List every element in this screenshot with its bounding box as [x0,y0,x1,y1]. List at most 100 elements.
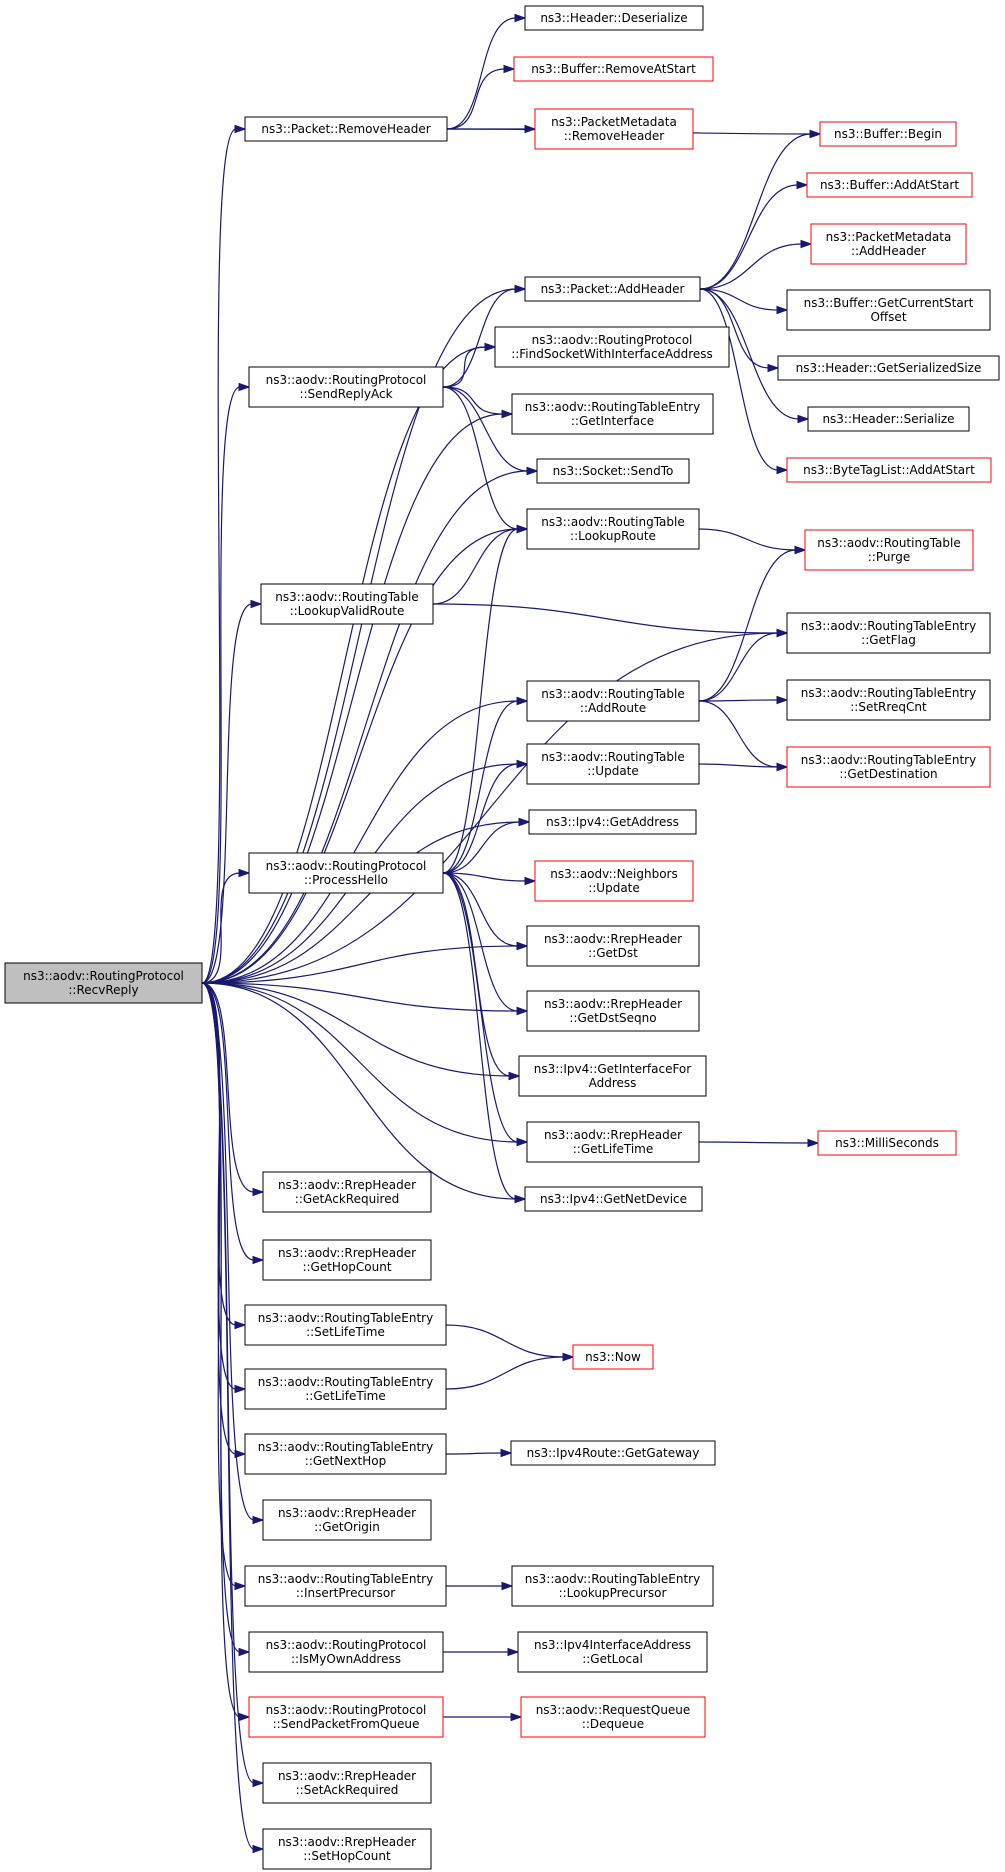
call-edge-recv-to-getHopCount [201,982,255,1261]
arrowhead-icon [800,239,813,249]
node-btlAddAtStart[interactable]: ns3::ByteTagList::AddAtStart [786,457,992,483]
node-label: ns3::Header::Deserialize [540,11,687,25]
node-hdrSerialize[interactable]: ns3::Header::Serialize [807,406,970,432]
node-box [244,1433,447,1475]
node-rtUpdate[interactable]: ns3::aodv::RoutingTable::Update [526,743,700,785]
node-insertPrec[interactable]: ns3::aodv::RoutingTableEntry::InsertPrec… [244,1565,447,1607]
call-edge-recv-to-getAckReq [201,982,255,1193]
arrowhead-icon [252,1778,265,1788]
node-label: ::SendPacketFromQueue [273,1717,420,1731]
node-label: ns3::Buffer::AddAtStart [820,178,959,192]
node-ipv4GetNetDevice[interactable]: ns3::Ipv4::GetNetDevice [524,1186,703,1212]
arrowhead-icon [252,1515,265,1525]
node-rtAddRoute[interactable]: ns3::aodv::RoutingTable::AddRoute [526,680,700,722]
node-neighborsUpdate[interactable]: ns3::aodv::Neighbors::Update [534,860,694,902]
node-hdrGetSerSize[interactable]: ns3::Header::GetSerializedSize [777,355,1000,381]
node-bufRemoveAtStart[interactable]: ns3::Buffer::RemoveAtStart [513,56,714,82]
call-edge-processHello-to-rtLookupRoute [442,528,519,874]
node-pmRemoveHeader[interactable]: ns3::PacketMetadata::RemoveHeader [534,108,694,150]
arrowhead-icon [524,876,537,886]
node-rteGetFlag[interactable]: ns3::aodv::RoutingTableEntry::GetFlag [786,612,991,654]
node-sendPktQueue[interactable]: ns3::aodv::RoutingProtocol::SendPacketFr… [248,1696,444,1738]
node-isMyOwn[interactable]: ns3::aodv::RoutingProtocol::IsMyOwnAddre… [248,1631,444,1673]
node-setHopCount[interactable]: ns3::aodv::RrepHeader::SetHopCount [262,1828,432,1870]
call-edge-recv-to-sendReplyAck [201,386,241,984]
node-rteSetRreqCnt[interactable]: ns3::aodv::RoutingTableEntry::SetRreqCnt [786,679,991,721]
call-edge-recv-to-removeHeader [201,128,237,984]
node-getLifeTimeRTE[interactable]: ns3::aodv::RoutingTableEntry::GetLifeTim… [244,1368,447,1410]
node-rteGetInterface[interactable]: ns3::aodv::RoutingTableEntry::GetInterfa… [511,393,714,435]
arrowhead-icon [516,759,529,769]
arrowhead-icon [508,1071,521,1081]
call-edge-getNextHop-to-ipv4RouteGw [445,1452,503,1455]
node-label: ns3::aodv::RrepHeader [278,1835,416,1849]
node-milliSeconds[interactable]: ns3::MilliSeconds [817,1130,957,1156]
node-rteGetDest[interactable]: ns3::aodv::RoutingTableEntry::GetDestina… [786,746,991,788]
node-pmAddHeader[interactable]: ns3::PacketMetadata::AddHeader [810,223,967,265]
node-label: ns3::aodv::RoutingProtocol [266,373,427,387]
node-findSocket[interactable]: ns3::aodv::RoutingProtocol::FindSocketWi… [494,326,730,368]
node-box [777,355,1000,381]
arrowhead-icon [250,599,263,609]
node-rteLookupPrec[interactable]: ns3::aodv::RoutingTableEntry::LookupPrec… [511,1565,714,1607]
node-now[interactable]: ns3::Now [572,1344,654,1370]
node-rtLookupRoute[interactable]: ns3::aodv::RoutingTable::LookupRoute [526,508,700,550]
node-rrepGetDstSeqno[interactable]: ns3::aodv::RrepHeader::GetDstSeqno [526,990,700,1032]
node-ipv4IfAddrLocal[interactable]: ns3::Ipv4InterfaceAddress::GetLocal [517,1631,708,1673]
call-edge-rtAddRoute-to-rteGetDest [698,700,779,768]
node-addHeader[interactable]: ns3::Packet::AddHeader [524,276,701,302]
node-box [534,860,694,902]
call-edge-processHello-to-rrepGetDst [442,872,519,947]
node-bufBegin[interactable]: ns3::Buffer::Begin [819,121,957,147]
call-edge-recv-to-rtLookupRoute [201,528,519,984]
node-getAckReq[interactable]: ns3::aodv::RrepHeader::GetAckRequired [262,1171,432,1213]
call-edge-sendReplyAck-to-findSocket [442,346,487,388]
arrowhead-icon [809,129,822,139]
call-edge-sendReplyAck-to-socketSendTo [442,386,529,472]
call-edge-getLifeTimeRTE-to-now [445,1356,565,1390]
node-label: ::SetLifeTime [306,1325,385,1339]
node-getOrigin[interactable]: ns3::aodv::RrepHeader::GetOrigin [262,1499,432,1541]
node-processHello[interactable]: ns3::aodv::RoutingProtocol::ProcessHello [248,852,444,894]
arrowhead-icon [500,1448,513,1458]
node-getHopCount[interactable]: ns3::aodv::RrepHeader::GetHopCount [262,1239,432,1281]
node-rtPurge[interactable]: ns3::aodv::RoutingTable::Purge [804,529,974,571]
call-edge-rtAddRoute-to-rteGetFlag [698,632,779,702]
node-label: ns3::aodv::RrepHeader [278,1506,416,1520]
node-lookupValid[interactable]: ns3::aodv::RoutingTable::LookupValidRout… [260,583,434,625]
node-sendReplyAck[interactable]: ns3::aodv::RoutingProtocol::SendReplyAck [248,366,444,408]
node-ipv4GetAddress[interactable]: ns3::Ipv4::GetAddress [528,809,697,835]
node-rrepGetDst[interactable]: ns3::aodv::RrepHeader::GetDst [526,925,700,967]
node-recv[interactable]: ns3::aodv::RoutingProtocol::RecvReply [4,962,203,1004]
node-box [513,56,714,82]
node-label: ::SendReplyAck [299,387,392,401]
node-box [262,1499,432,1541]
node-rqDequeue[interactable]: ns3::aodv::RequestQueue::Dequeue [520,1696,706,1738]
node-bufAddAtStart[interactable]: ns3::Buffer::AddAtStart [806,172,973,198]
node-label: ns3::Ipv4Route::GetGateway [527,1446,700,1460]
call-edge-processHello-to-neighborsUpdate [442,872,527,882]
node-box [526,680,700,722]
node-rrepGetLifeTime[interactable]: ns3::aodv::RrepHeader::GetLifeTime [526,1121,700,1163]
node-removeHeader[interactable]: ns3::Packet::RemoveHeader [244,116,448,142]
node-box [786,289,991,331]
call-edge-recv-to-socketSendTo [201,470,529,984]
node-box [526,990,700,1032]
node-label: ns3::Ipv4::GetInterfaceFor [534,1062,691,1076]
node-setLifeTimeRTE[interactable]: ns3::aodv::RoutingTableEntry::SetLifeTim… [244,1304,447,1346]
node-socketSendTo[interactable]: ns3::Socket::SendTo [536,458,690,484]
node-label: ns3::PacketMetadata [826,230,952,244]
node-label: ::GetDstSeqno [569,1011,656,1025]
node-ipv4RouteGw[interactable]: ns3::Ipv4Route::GetGateway [510,1440,716,1466]
node-label: ::GetInterface [571,414,654,428]
node-label: ::GetDst [588,946,638,960]
arrowhead-icon [796,180,809,190]
node-box [260,583,434,625]
call-edge-addHeader-to-btlAddAtStart [699,288,779,471]
node-label: ns3::aodv::RoutingProtocol [532,333,693,347]
node-hdrDeser[interactable]: ns3::Header::Deserialize [524,5,704,31]
node-setAckReq[interactable]: ns3::aodv::RrepHeader::SetAckRequired [262,1762,432,1804]
node-getNextHop[interactable]: ns3::aodv::RoutingTableEntry::GetNextHop [244,1433,447,1475]
